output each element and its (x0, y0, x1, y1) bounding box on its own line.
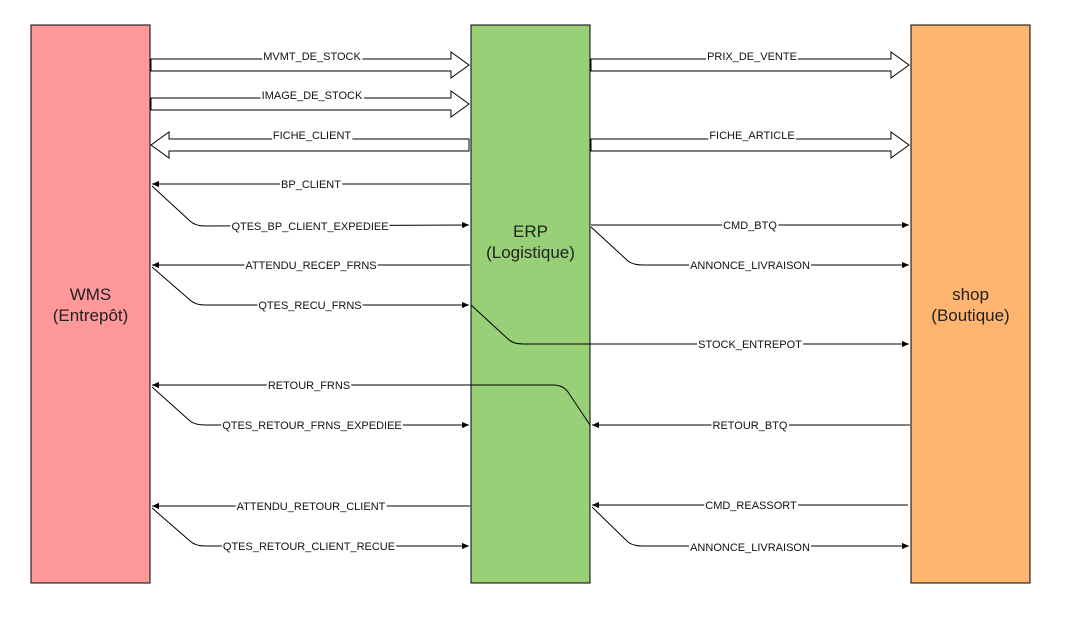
label-e14: RETOUR_BTQ (713, 420, 788, 432)
edge-e0[interactable] (150, 51, 470, 79)
edge-label-background (280, 179, 343, 191)
edge-label-background (711, 420, 789, 432)
edge-label-background (697, 339, 804, 351)
label-e17: CMD_REASSORT (705, 500, 797, 512)
edge-label-background (704, 500, 799, 512)
edge-e2[interactable] (150, 131, 470, 159)
edge-e13[interactable] (151, 386, 469, 429)
label-e9: CMD_BTQ (723, 220, 777, 232)
label-e0: MVMT_DE_STOCK (263, 51, 361, 63)
edge-e12[interactable] (152, 381, 591, 426)
edge-e11[interactable] (470, 304, 909, 348)
edge-e10[interactable] (590, 226, 909, 269)
shop-subtitle: (Boutique) (931, 306, 1009, 325)
edge-label-background (221, 541, 397, 553)
edge-label-background (689, 542, 811, 554)
label-e2: FICHE_CLIENT (273, 130, 352, 142)
label-e16: QTES_RETOUR_CLIENT_RECUE (223, 541, 395, 553)
edge-label-background (262, 51, 363, 63)
edge-e4[interactable] (590, 131, 910, 159)
label-e6: QTES_BP_CLIENT_EXPEDIEE (231, 221, 388, 233)
edge-label-background (235, 501, 387, 513)
edge-e8[interactable] (151, 266, 469, 309)
edge-label-background (689, 260, 811, 272)
edge-label-background (722, 220, 779, 232)
erp-box[interactable] (470, 24, 591, 584)
edge-label-background (230, 221, 390, 233)
label-e18: ANNONCE_LIVRAISON (690, 542, 810, 554)
edge-e18[interactable] (591, 506, 909, 550)
edge-label-background (266, 380, 352, 392)
edge-labels: MVMT_DE_STOCK IMAGE_DE_STOCK FICHE_CLIEN… (221, 51, 811, 554)
wms-title: WMS (70, 285, 112, 304)
edge-label-background (244, 260, 378, 272)
label-e10: ANNONCE_LIVRAISON (690, 260, 810, 272)
edge-label-background (260, 90, 364, 102)
label-e13: QTES_RETOUR_FRNS_EXPEDIEE (222, 420, 402, 432)
label-e15: ATTENDU_RETOUR_CLIENT (237, 501, 386, 513)
wms-box[interactable] (30, 24, 151, 584)
label-e11: STOCK_ENTREPOT (698, 339, 802, 351)
label-e5: BP_CLIENT (281, 179, 341, 191)
label-e7: ATTENDU_RECEP_FRNS (245, 260, 376, 272)
edge-e3[interactable] (590, 51, 910, 79)
edge-e1[interactable] (150, 90, 470, 118)
erp-title: ERP (513, 222, 548, 241)
wms-subtitle: (Entrepôt) (53, 306, 129, 325)
edge-label-background (708, 130, 796, 142)
edge-e6[interactable] (151, 185, 470, 229)
edge-label-background (706, 51, 798, 63)
edge-e16[interactable] (151, 507, 469, 550)
label-e12: RETOUR_FRNS (268, 380, 350, 392)
edge-label-background (257, 300, 363, 312)
label-e4: FICHE_ARTICLE (709, 130, 794, 142)
edge-label-background (271, 130, 353, 142)
shop-title: shop (952, 285, 989, 304)
label-e8: QTES_RECU_FRNS (258, 300, 361, 312)
edge-label-background (221, 420, 403, 432)
erp-subtitle: (Logistique) (486, 243, 575, 262)
label-e3: PRIX_DE_VENTE (707, 51, 797, 63)
shop-box[interactable] (910, 24, 1031, 584)
label-e1: IMAGE_DE_STOCK (262, 90, 363, 102)
